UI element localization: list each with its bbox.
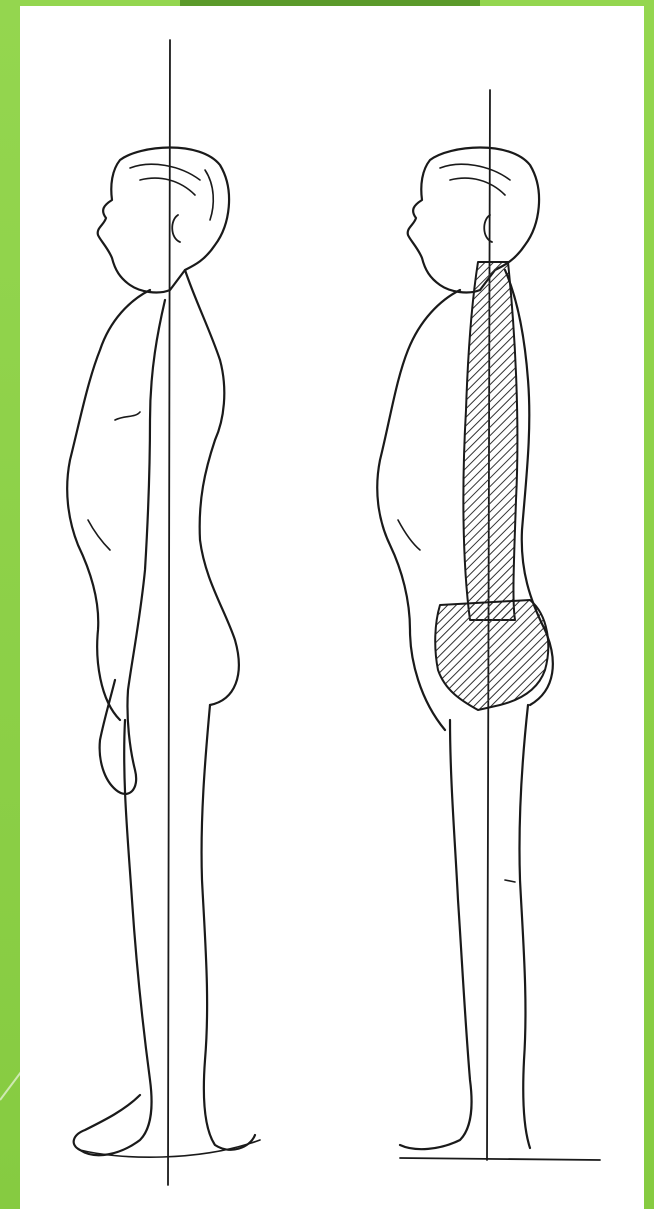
hatched-spine xyxy=(463,262,517,620)
front-leg xyxy=(400,720,472,1149)
knee-mark xyxy=(505,880,515,882)
ground-shadow xyxy=(80,1140,260,1157)
chest-detail xyxy=(115,412,140,420)
hair-lines xyxy=(440,164,510,195)
front-line xyxy=(67,290,150,720)
hair-lines xyxy=(130,164,213,220)
ground-line xyxy=(400,1158,600,1160)
ear xyxy=(484,215,492,242)
back-leg xyxy=(202,705,255,1150)
belly-detail xyxy=(88,520,110,550)
hatched-pelvis xyxy=(435,600,548,710)
head-outline xyxy=(408,148,539,293)
plumb-line xyxy=(168,40,170,1185)
back-leg xyxy=(519,705,530,1148)
ear xyxy=(172,215,180,242)
belly-detail xyxy=(398,520,420,550)
normal-posture-figure xyxy=(67,40,260,1185)
arm xyxy=(100,300,165,794)
back-line xyxy=(185,270,239,705)
posture-with-hatched-spine-figure xyxy=(377,90,600,1160)
